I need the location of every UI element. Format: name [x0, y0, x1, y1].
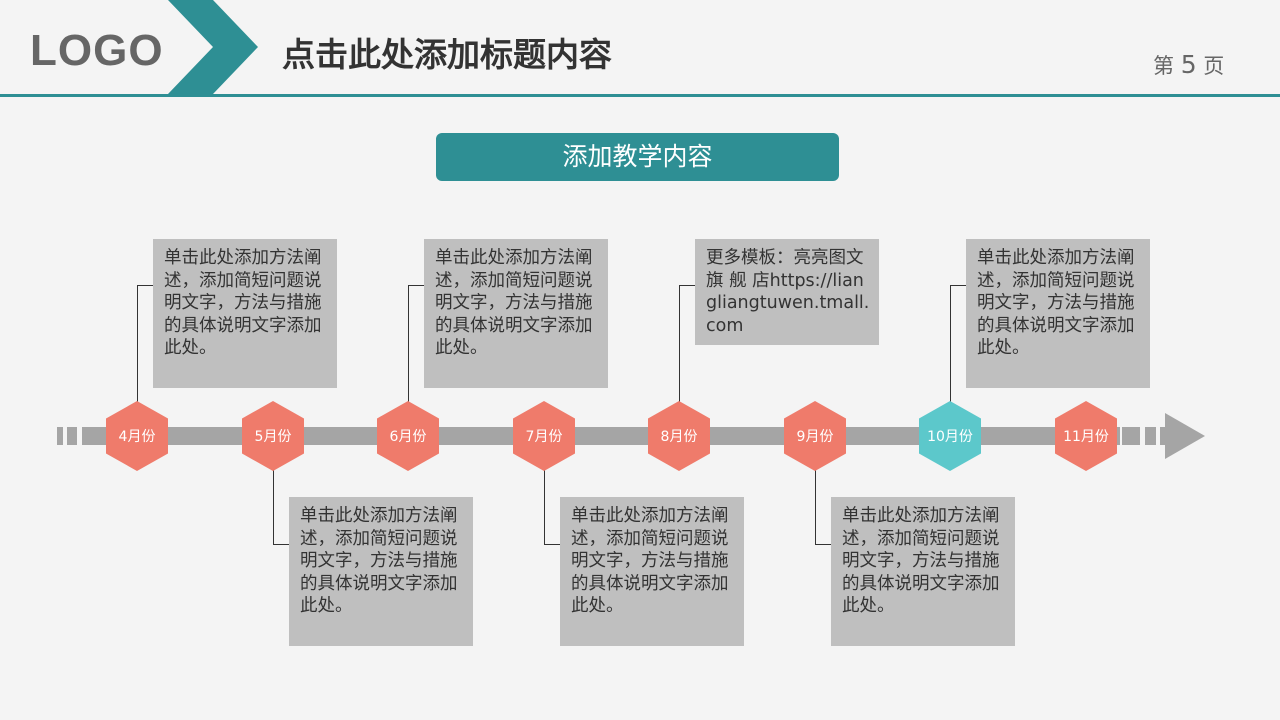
month-hexagon[interactable]: 10月份 — [919, 401, 981, 471]
description-box[interactable]: 单击此处添加方法阐述，添加简短问题说明文字，方法与措施的具体说明文字添加此处。 — [560, 497, 744, 646]
description-box[interactable]: 单击此处添加方法阐述，添加简短问题说明文字，方法与措施的具体说明文字添加此处。 — [153, 239, 337, 388]
connector-line — [408, 285, 424, 286]
page-suffix: 页 — [1203, 54, 1225, 78]
logo: LOGO — [30, 26, 164, 75]
connector-line — [273, 544, 289, 545]
bar-dash — [1145, 427, 1156, 445]
connector-line — [137, 285, 153, 286]
connector-line — [679, 285, 680, 402]
page-number: 第 5 页 — [1153, 50, 1224, 80]
section-title-button[interactable]: 添加教学内容 — [436, 133, 839, 181]
header-divider — [0, 94, 1280, 97]
month-hexagon[interactable]: 5月份 — [242, 401, 304, 471]
month-hexagon[interactable]: 7月份 — [513, 401, 575, 471]
connector-line — [950, 285, 951, 402]
bar-dash — [1160, 427, 1165, 445]
page-number-value: 5 — [1180, 50, 1197, 79]
description-box[interactable]: 单击此处添加方法阐述，添加简短问题说明文字，方法与措施的具体说明文字添加此处。 — [289, 497, 473, 646]
month-hexagon[interactable]: 4月份 — [106, 401, 168, 471]
connector-line — [679, 285, 695, 286]
connector-line — [544, 544, 560, 545]
connector-line — [544, 470, 545, 544]
month-hexagon[interactable]: 6月份 — [377, 401, 439, 471]
bar-dash — [57, 427, 63, 445]
connector-line — [408, 285, 409, 402]
description-box[interactable]: 单击此处添加方法阐述，添加简短问题说明文字，方法与措施的具体说明文字添加此处。 — [831, 497, 1015, 646]
chevron-decoration — [168, 0, 258, 94]
timeline-bar — [82, 427, 1120, 445]
connector-line — [815, 470, 816, 544]
month-hexagon[interactable]: 9月份 — [784, 401, 846, 471]
arrow-head-icon — [1165, 413, 1205, 459]
month-hexagon[interactable]: 11月份 — [1055, 401, 1117, 471]
description-box[interactable]: 更多模板：亮亮图文 旗 舰 店https://liangliangtuwen.t… — [695, 239, 879, 345]
page-prefix: 第 — [1153, 54, 1174, 78]
bar-dash — [67, 427, 77, 445]
connector-line — [137, 285, 138, 402]
connector-line — [273, 470, 274, 544]
description-box[interactable]: 单击此处添加方法阐述，添加简短问题说明文字，方法与措施的具体说明文字添加此处。 — [424, 239, 608, 388]
connector-line — [950, 285, 966, 286]
bar-dash — [1122, 427, 1140, 445]
description-box[interactable]: 单击此处添加方法阐述，添加简短问题说明文字，方法与措施的具体说明文字添加此处。 — [966, 239, 1150, 388]
connector-line — [815, 544, 831, 545]
page-title[interactable]: 点击此处添加标题内容 — [282, 35, 612, 74]
month-hexagon[interactable]: 8月份 — [648, 401, 710, 471]
